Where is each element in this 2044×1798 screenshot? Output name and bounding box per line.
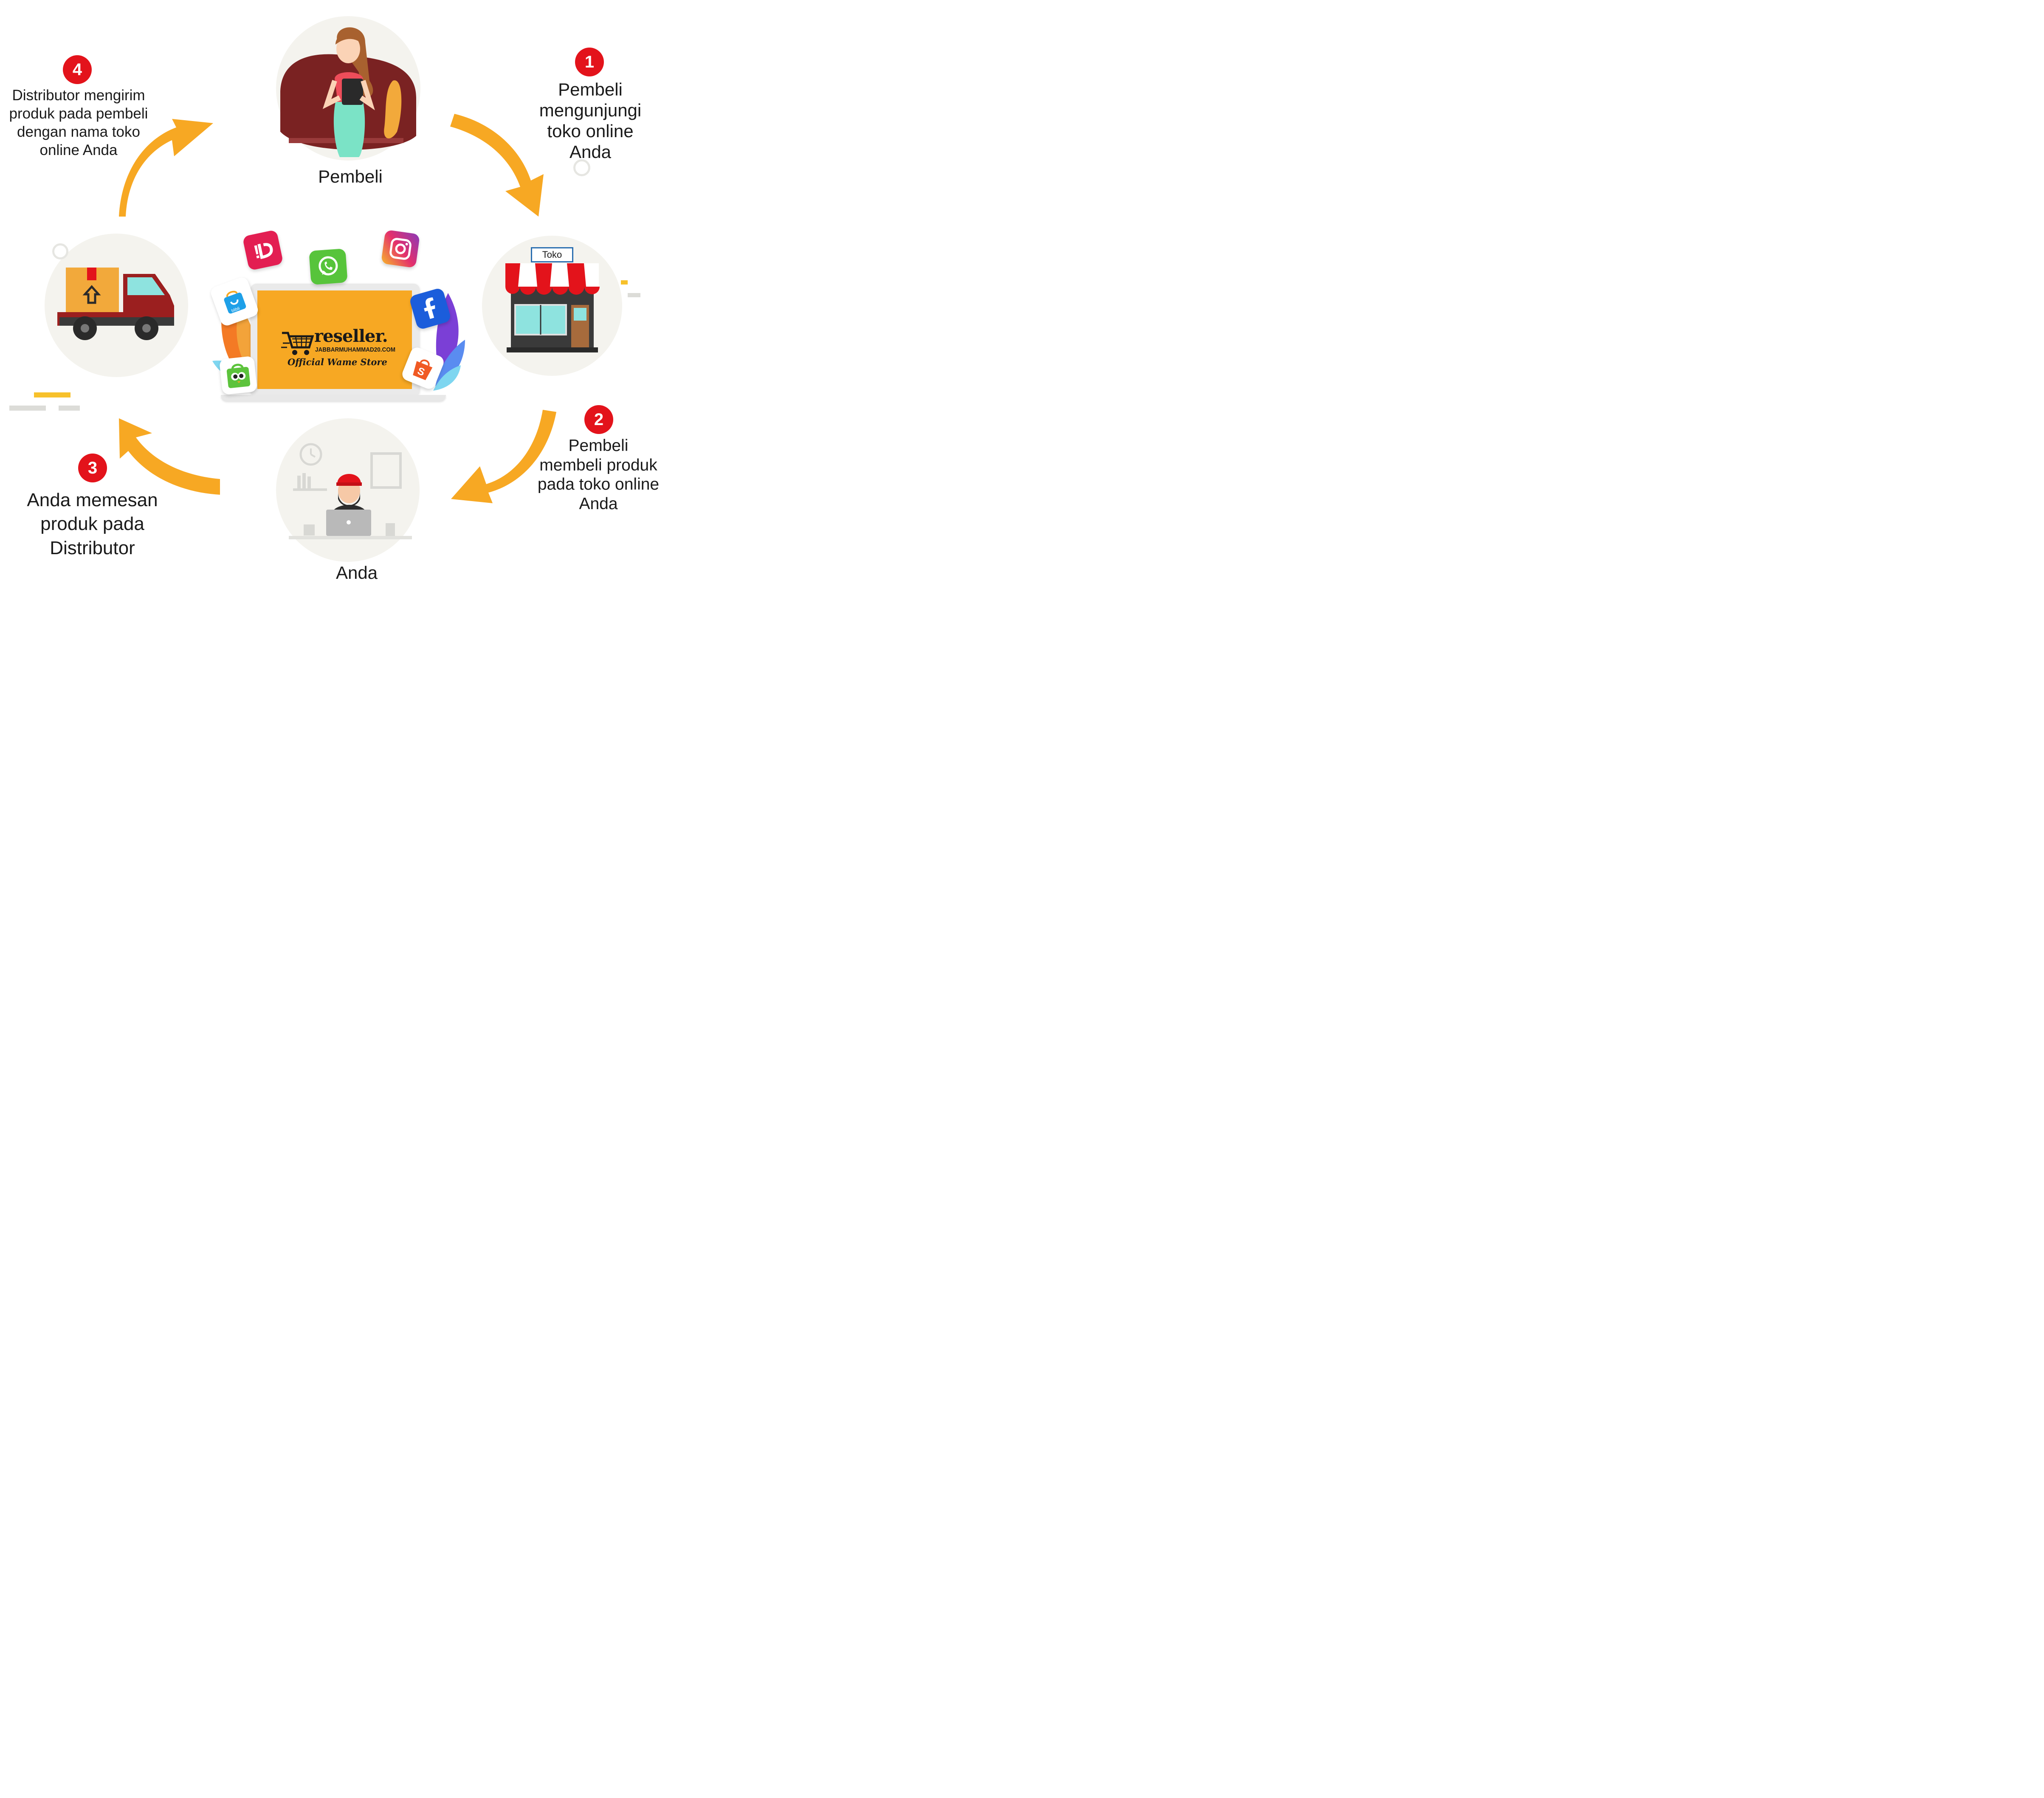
woman-icon xyxy=(280,27,416,157)
man-icon xyxy=(289,443,412,539)
shopee-icon: S xyxy=(400,345,446,391)
step-badge-1: 1 xyxy=(575,48,604,76)
step-3-line-3: Distributor xyxy=(50,537,135,558)
bukalapak-icon: ! xyxy=(242,229,284,271)
brand-website: JABBARMUHAMMAD20.COM xyxy=(315,346,395,353)
arrow-step-4 xyxy=(119,119,213,217)
facebook-icon xyxy=(409,287,452,330)
toko-sign: Toko xyxy=(531,247,573,262)
step-2-line-4: Anda xyxy=(579,494,618,513)
step-2-line-2: membeli produk xyxy=(539,456,657,474)
step-text-2: Pembeli membeli produk pada toko online … xyxy=(531,436,666,514)
truck-icon xyxy=(57,268,174,340)
tokopedia-icon xyxy=(219,355,258,395)
step-text-1: Pembeli mengunjungi toko online Anda xyxy=(522,79,658,163)
brand-name: reseller. xyxy=(314,326,388,346)
instagram-icon xyxy=(381,229,420,268)
step-1-line-1: Pembeli xyxy=(558,79,623,99)
deco-ring-2 xyxy=(52,243,68,259)
step-4-line-3: dengan nama toko xyxy=(17,124,140,141)
step-text-4: Distributor mengirim produk pada pembeli… xyxy=(2,86,155,159)
step-4-line-2: produk pada pembeli xyxy=(9,105,148,122)
step-3-line-2: produk pada xyxy=(40,513,144,535)
arrow-step-2 xyxy=(451,410,556,503)
arrow-step-3 xyxy=(119,418,220,495)
node-label-anda: Anda xyxy=(335,563,378,583)
step-2-line-1: Pembeli xyxy=(568,437,629,455)
arrow-step-1 xyxy=(450,114,544,217)
deco-bar-gray-right xyxy=(628,293,640,297)
step-1-line-2: mengunjungi xyxy=(539,100,642,121)
blibli-icon: blibli xyxy=(209,276,260,327)
node-label-pembeli: Pembeli xyxy=(318,166,383,186)
step-badge-2: 2 xyxy=(584,405,613,434)
deco-ring-1 xyxy=(573,159,590,176)
deco-bar-gray-1 xyxy=(9,406,46,411)
shop-icon xyxy=(505,263,600,352)
laptop-screen xyxy=(257,290,412,389)
brand-store: Official Wame Store xyxy=(288,357,387,367)
step-4-line-1: Distributor mengirim xyxy=(12,87,145,104)
step-badge-3: 3 xyxy=(78,454,107,482)
step-4-line-4: online Anda xyxy=(39,142,118,159)
step-text-3: Anda memesan produk pada Distributor xyxy=(13,488,172,560)
laptop-base xyxy=(221,395,446,401)
deco-bar-yellow-right xyxy=(621,280,628,285)
toko-sign-text: Toko xyxy=(542,249,562,260)
step-3-line-1: Anda memesan xyxy=(27,490,158,510)
cart-icon xyxy=(281,332,314,355)
step-badge-4: 4 xyxy=(63,55,92,84)
step-2-line-3: pada toko online xyxy=(537,475,660,494)
cycle-arrows xyxy=(119,114,556,503)
step-1-line-4: Anda xyxy=(569,142,612,162)
deco-bar-gray-2 xyxy=(59,406,80,411)
step-1-line-3: toko online xyxy=(547,121,634,141)
whatsapp-icon xyxy=(309,248,348,285)
deco-bar-yellow xyxy=(34,392,70,397)
